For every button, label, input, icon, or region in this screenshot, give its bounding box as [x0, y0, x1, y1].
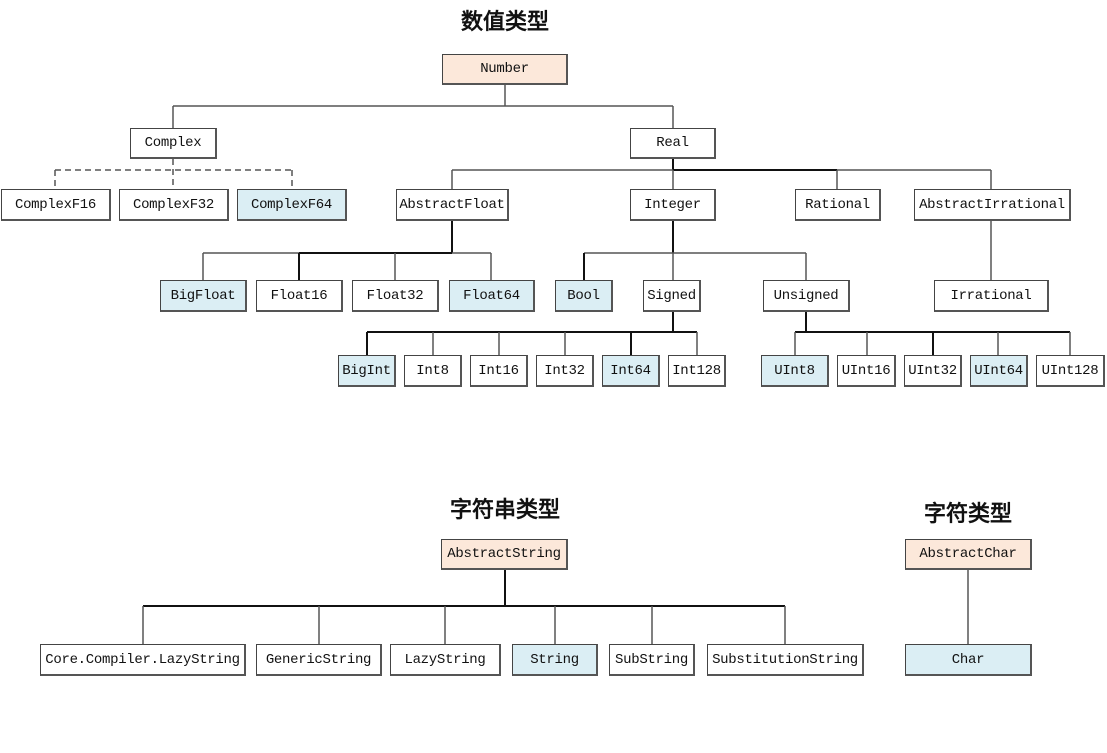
node-int128: Int128: [668, 355, 726, 387]
node-rational: Rational: [795, 189, 881, 221]
node-float16: Float16: [256, 280, 343, 312]
node-float32: Float32: [352, 280, 439, 312]
node-real: Real: [630, 128, 716, 159]
node-substring: SubString: [609, 644, 695, 676]
node-uint128: UInt128: [1036, 355, 1105, 387]
node-bigint: BigInt: [338, 355, 396, 387]
node-uint64: UInt64: [970, 355, 1028, 387]
node-uint8: UInt8: [761, 355, 829, 387]
node-float64: Float64: [449, 280, 535, 312]
node-complex: Complex: [130, 128, 217, 159]
node-int32: Int32: [536, 355, 594, 387]
node-abstractfloat: AbstractFloat: [396, 189, 509, 221]
node-complexf32: ComplexF32: [119, 189, 229, 221]
node-complexf16: ComplexF16: [1, 189, 111, 221]
node-core-compiler-lazystring: Core.Compiler.LazyString: [40, 644, 246, 676]
node-unsigned: Unsigned: [763, 280, 850, 312]
node-string: String: [512, 644, 598, 676]
node-int64: Int64: [602, 355, 660, 387]
char-types-title: 字符类型: [923, 501, 1013, 527]
node-complexf64: ComplexF64: [237, 189, 347, 221]
node-uint16: UInt16: [837, 355, 896, 387]
node-abstractstring: AbstractString: [441, 539, 568, 570]
node-int8: Int8: [404, 355, 462, 387]
node-abstractchar: AbstractChar: [905, 539, 1032, 570]
node-int16: Int16: [470, 355, 528, 387]
node-bool: Bool: [555, 280, 613, 312]
node-substitutionstring: SubstitutionString: [707, 644, 864, 676]
node-char: Char: [905, 644, 1032, 676]
node-bigfloat: BigFloat: [160, 280, 247, 312]
node-genericstring: GenericString: [256, 644, 382, 676]
numeric-types-title: 数值类型: [460, 9, 550, 35]
node-uint32: UInt32: [904, 355, 962, 387]
node-irrational: Irrational: [934, 280, 1049, 312]
node-abstractirrational: AbstractIrrational: [914, 189, 1071, 221]
node-lazystring: LazyString: [390, 644, 501, 676]
string-types-title: 字符串类型: [449, 497, 561, 523]
node-integer: Integer: [630, 189, 716, 221]
node-number: Number: [442, 54, 568, 85]
node-signed: Signed: [643, 280, 701, 312]
